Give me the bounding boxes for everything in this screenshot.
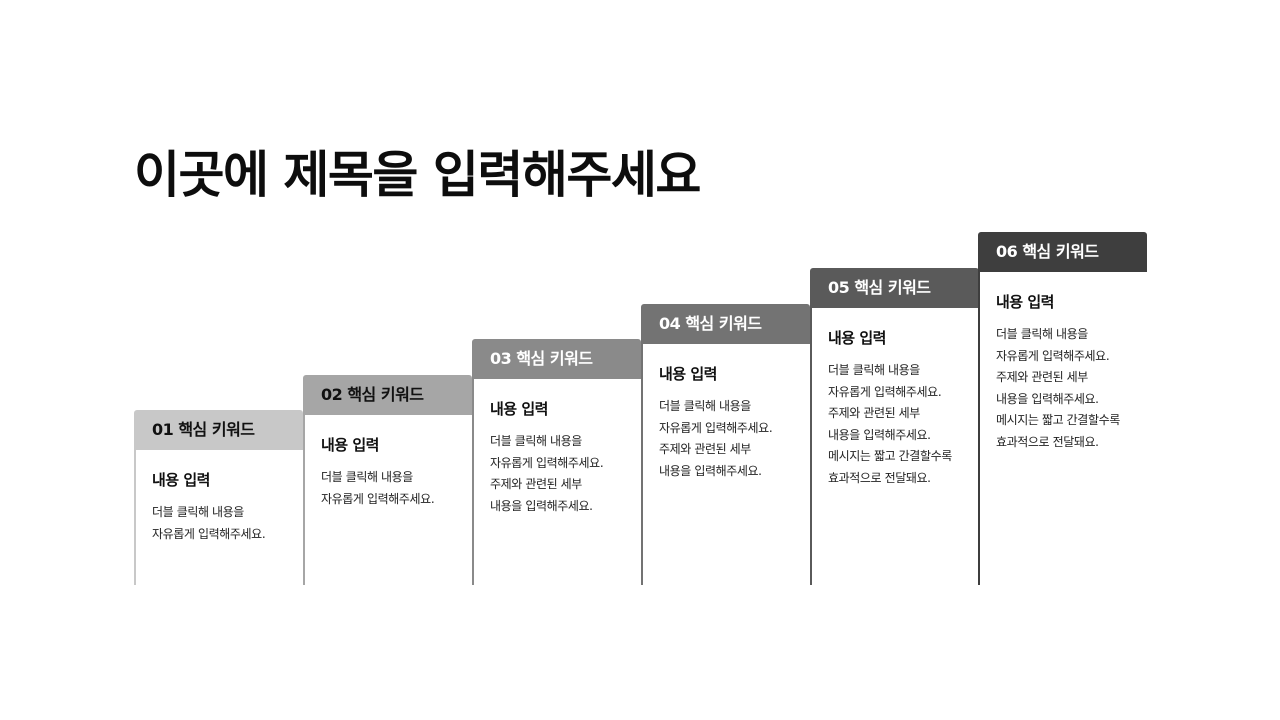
step-subtitle-02[interactable]: 내용 입력: [321, 436, 379, 454]
desc-line: 내용을 입력해주세요.: [996, 391, 1099, 406]
step-subtitle-06[interactable]: 내용 입력: [996, 293, 1054, 311]
step-header-01[interactable]: 01 핵심 키워드: [134, 410, 303, 450]
desc-line: 더블 클릭해 내용을: [828, 363, 920, 377]
desc-line: 효과적으로 전달돼요.: [828, 470, 931, 485]
desc-line: 자유롭게 입력해주세요.: [996, 348, 1110, 363]
step-body-03: 내용 입력 더블 클릭해 내용을 자유롭게 입력해주세요. 주제와 관련된 세부…: [472, 379, 641, 585]
desc-line: 자유롭게 입력해주세요.: [152, 526, 266, 541]
step-body-04: 내용 입력 더블 클릭해 내용을 자유롭게 입력해주세요. 주제와 관련된 세부…: [641, 344, 810, 585]
desc-line: 메시지는 짧고 간결할수록: [828, 449, 952, 463]
desc-line: 자유롭게 입력해주세요.: [321, 491, 435, 506]
step-description-05[interactable]: 더블 클릭해 내용을 자유롭게 입력해주세요. 주제와 관련된 세부 내용을 입…: [828, 360, 979, 489]
step-subtitle-05[interactable]: 내용 입력: [828, 329, 886, 347]
step-body-05: 내용 입력 더블 클릭해 내용을 자유롭게 입력해주세요. 주제와 관련된 세부…: [810, 308, 979, 585]
step-body-02: 내용 입력 더블 클릭해 내용을 자유롭게 입력해주세요.: [303, 415, 472, 585]
slide-title[interactable]: 이곳에 제목을 입력해주세요: [134, 146, 701, 204]
step-description-03[interactable]: 더블 클릭해 내용을 자유롭게 입력해주세요. 주제와 관련된 세부 내용을 입…: [490, 431, 641, 517]
desc-line: 내용을 입력해주세요.: [490, 498, 593, 513]
step-body-06: 내용 입력 더블 클릭해 내용을 자유롭게 입력해주세요. 주제와 관련된 세부…: [978, 272, 1147, 585]
step-description-01[interactable]: 더블 클릭해 내용을 자유롭게 입력해주세요.: [152, 502, 303, 545]
desc-line: 주제와 관련된 세부: [490, 477, 582, 491]
step-subtitle-03[interactable]: 내용 입력: [490, 400, 548, 418]
desc-line: 효과적으로 전달돼요.: [996, 434, 1099, 449]
step-description-02[interactable]: 더블 클릭해 내용을 자유롭게 입력해주세요.: [321, 467, 472, 510]
desc-line: 주제와 관련된 세부: [828, 406, 920, 420]
desc-line: 더블 클릭해 내용을: [659, 399, 751, 413]
desc-line: 자유롭게 입력해주세요.: [490, 455, 604, 470]
desc-line: 메시지는 짧고 간결할수록: [996, 413, 1120, 427]
desc-line: 더블 클릭해 내용을: [321, 470, 413, 484]
step-body-01: 내용 입력 더블 클릭해 내용을 자유롭게 입력해주세요.: [134, 450, 303, 585]
step-description-04[interactable]: 더블 클릭해 내용을 자유롭게 입력해주세요. 주제와 관련된 세부 내용을 입…: [659, 396, 810, 482]
step-subtitle-04[interactable]: 내용 입력: [659, 365, 717, 383]
step-header-03[interactable]: 03 핵심 키워드: [472, 339, 641, 379]
desc-line: 더블 클릭해 내용을: [152, 505, 244, 519]
step-header-02[interactable]: 02 핵심 키워드: [303, 375, 472, 415]
desc-line: 주제와 관련된 세부: [996, 370, 1088, 384]
step-subtitle-01[interactable]: 내용 입력: [152, 471, 210, 489]
step-description-06[interactable]: 더블 클릭해 내용을 자유롭게 입력해주세요. 주제와 관련된 세부 내용을 입…: [996, 324, 1147, 453]
desc-line: 더블 클릭해 내용을: [996, 327, 1088, 341]
desc-line: 내용을 입력해주세요.: [828, 427, 931, 442]
desc-line: 더블 클릭해 내용을: [490, 434, 582, 448]
desc-line: 자유롭게 입력해주세요.: [659, 420, 773, 435]
desc-line: 자유롭게 입력해주세요.: [828, 384, 942, 399]
step-header-05[interactable]: 05 핵심 키워드: [810, 268, 979, 308]
step-header-06[interactable]: 06 핵심 키워드: [978, 232, 1147, 272]
desc-line: 주제와 관련된 세부: [659, 442, 751, 456]
desc-line: 내용을 입력해주세요.: [659, 463, 762, 478]
step-header-04[interactable]: 04 핵심 키워드: [641, 304, 810, 344]
